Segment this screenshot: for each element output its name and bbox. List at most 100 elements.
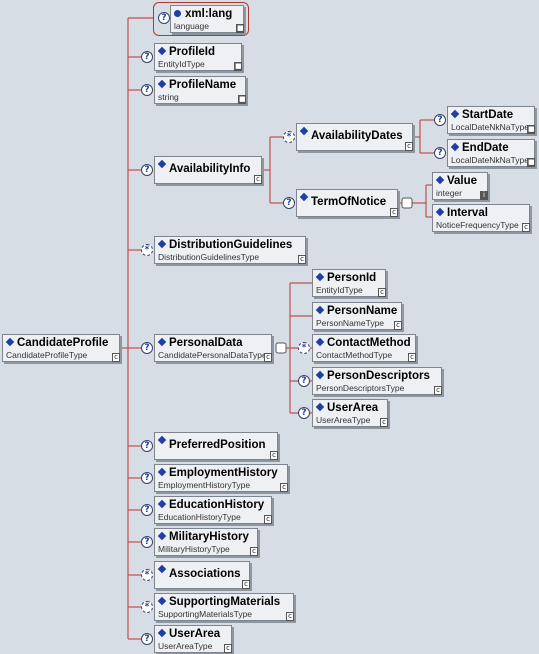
expand-icon[interactable]: c: [270, 451, 278, 460]
expand-icon[interactable]: c: [390, 208, 398, 217]
question-icon: ?: [141, 164, 153, 176]
question-icon: *: [141, 601, 153, 613]
node-title: PersonId: [316, 271, 382, 285]
expand-icon[interactable]: c: [264, 353, 272, 362]
node-personal-data[interactable]: PersonalData CandidatePersonalDataType c: [154, 334, 272, 362]
node-distribution-guidelines[interactable]: DistributionGuidelines DistributionGuide…: [154, 236, 306, 264]
question-icon: ?: [434, 114, 446, 126]
node-title: PersonDescriptors: [316, 369, 438, 383]
root-node[interactable]: CandidateProfile CandidateProfileType c: [2, 334, 120, 362]
question-icon: *: [141, 244, 153, 256]
node-title: ProfileId: [158, 45, 238, 59]
node-type: PersonDescriptorsType: [316, 383, 405, 393]
node-title: AvailabilityInfo: [158, 158, 258, 180]
expand-icon[interactable]: ■: [236, 24, 244, 33]
expand-icon[interactable]: c: [522, 223, 530, 232]
expand-icon[interactable]: c: [286, 612, 294, 621]
node-person-id[interactable]: PersonId EntityIdType c: [312, 269, 386, 297]
node-title: PersonName: [316, 304, 398, 318]
node-profile-id[interactable]: ProfileId EntityIdType ■: [154, 43, 242, 71]
node-type: language: [174, 21, 209, 31]
expand-icon[interactable]: c: [408, 353, 416, 362]
node-value[interactable]: Value integer i: [432, 172, 488, 200]
node-title: xml:lang: [174, 7, 240, 21]
question-icon: ?: [434, 147, 446, 159]
expand-icon[interactable]: ■: [527, 158, 535, 167]
node-title: ContactMethod: [316, 336, 412, 350]
question-icon: *: [141, 569, 153, 581]
node-type: SupportingMaterialsType: [158, 609, 253, 619]
node-start-date[interactable]: StartDate LocalDateNkNaType ■: [447, 106, 535, 134]
expand-icon[interactable]: c: [112, 353, 120, 362]
expand-icon[interactable]: ■: [238, 95, 246, 104]
node-associations[interactable]: Associations c: [154, 561, 250, 589]
expand-icon[interactable]: c: [280, 483, 288, 492]
node-military-history[interactable]: MilitaryHistory MilitaryHistoryType c: [154, 528, 258, 556]
node-type: NoticeFrequencyType: [436, 220, 519, 230]
question-icon: ?: [141, 51, 153, 63]
expand-icon[interactable]: c: [378, 288, 386, 297]
expand-icon[interactable]: c: [380, 418, 388, 427]
node-title: Value: [436, 174, 484, 188]
node-title: UserArea: [316, 401, 384, 415]
question-icon: ?: [298, 407, 310, 419]
question-icon: *: [298, 342, 310, 354]
expand-icon[interactable]: ■: [527, 125, 535, 134]
expand-icon[interactable]: c: [224, 644, 232, 653]
expand-icon[interactable]: c: [264, 515, 272, 524]
node-type: EmploymentHistoryType: [158, 480, 251, 490]
question-icon: ?: [298, 375, 310, 387]
question-icon: *: [283, 131, 295, 143]
node-title: ProfileName: [158, 78, 242, 92]
node-type: UserAreaType: [158, 641, 213, 651]
expand-icon[interactable]: c: [242, 580, 250, 589]
node-type: LocalDateNkNaType: [451, 122, 529, 132]
node-profile-name[interactable]: ProfileName string ■: [154, 76, 246, 104]
node-preferred-position[interactable]: PreferredPosition c: [154, 432, 278, 460]
question-icon: ?: [141, 342, 153, 354]
question-icon: ?: [141, 440, 153, 452]
node-end-date[interactable]: EndDate LocalDateNkNaType ■: [447, 139, 535, 167]
expand-icon[interactable]: c: [394, 321, 402, 330]
node-type: EntityIdType: [158, 59, 205, 69]
node-contact-method[interactable]: ContactMethod ContactMethodType c: [312, 334, 416, 362]
expand-icon[interactable]: c: [298, 255, 306, 264]
node-title: EducationHistory: [158, 498, 268, 512]
expand-icon[interactable]: c: [434, 386, 442, 395]
expand-icon[interactable]: c: [250, 547, 258, 556]
node-title: CandidateProfile: [6, 336, 116, 350]
node-type: ContactMethodType: [316, 350, 393, 360]
expand-icon[interactable]: c: [405, 142, 413, 151]
attribute-xml-lang[interactable]: xml:lang language ■: [170, 5, 244, 33]
node-employment-history[interactable]: EmploymentHistory EmploymentHistoryType …: [154, 464, 288, 492]
node-supporting-materials[interactable]: SupportingMaterials SupportingMaterialsT…: [154, 593, 294, 621]
node-type: EntityIdType: [316, 285, 363, 295]
expand-icon[interactable]: ■: [234, 62, 242, 71]
node-personal-user-area[interactable]: UserArea UserAreaType c: [312, 399, 388, 427]
question-icon: ?: [158, 12, 170, 24]
node-interval[interactable]: Interval NoticeFrequencyType c: [432, 204, 530, 232]
node-availability-dates[interactable]: AvailabilityDates c: [296, 123, 413, 151]
node-type: DistributionGuidelinesType: [158, 252, 260, 262]
node-title: StartDate: [451, 108, 531, 122]
expand-icon[interactable]: i: [480, 191, 488, 200]
node-user-area[interactable]: UserArea UserAreaType c: [154, 625, 232, 653]
node-type: integer: [436, 188, 462, 198]
expand-icon[interactable]: c: [254, 175, 262, 184]
node-title: PersonalData: [158, 336, 268, 350]
node-availability-info[interactable]: AvailabilityInfo c: [154, 156, 262, 184]
node-person-name[interactable]: PersonName PersonNameType c: [312, 302, 402, 330]
node-term-of-notice[interactable]: TermOfNotice c: [296, 189, 398, 217]
question-icon: ?: [283, 197, 295, 209]
node-title: EndDate: [451, 141, 531, 155]
node-education-history[interactable]: EducationHistory EducationHistoryType c: [154, 496, 272, 524]
node-type: MilitaryHistoryType: [158, 544, 230, 554]
node-person-descriptors[interactable]: PersonDescriptors PersonDescriptorsType …: [312, 367, 442, 395]
question-icon: ?: [141, 84, 153, 96]
node-title: SupportingMaterials: [158, 595, 290, 609]
question-icon: ?: [141, 472, 153, 484]
node-title: PreferredPosition: [158, 434, 274, 456]
node-title: EmploymentHistory: [158, 466, 284, 480]
node-title: DistributionGuidelines: [158, 238, 302, 252]
